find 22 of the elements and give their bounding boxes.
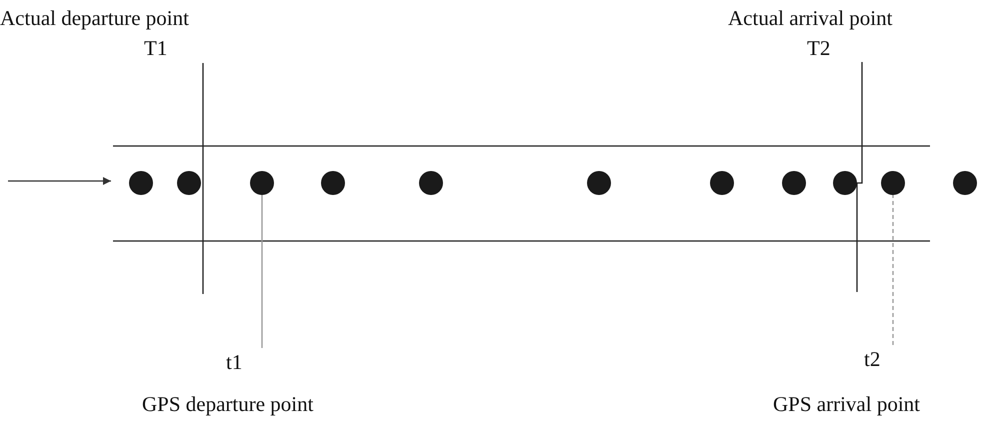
arrow [8, 177, 111, 185]
time-label: t1 [226, 348, 266, 376]
point-label: Actual arrival point [728, 6, 892, 31]
gps-point-circle [129, 171, 153, 195]
point-label: Actual departure point [0, 6, 189, 31]
time-label: t2 [864, 345, 897, 373]
gps-point-circle [782, 171, 806, 195]
gps-point-circle [419, 171, 443, 195]
gps-point-circle [587, 171, 611, 195]
gps-point-circle [710, 171, 734, 195]
point-label: GPS arrival point [773, 392, 920, 417]
leader-line [261, 195, 263, 348]
point-label: GPS departure point [142, 392, 314, 417]
gps-point-circle [177, 171, 201, 195]
gps-point-circle [881, 171, 905, 195]
time-label: T2 [807, 36, 830, 61]
gps-point-circle [321, 171, 345, 195]
time-label: T1 [144, 36, 168, 61]
gps-point-circle [833, 171, 857, 195]
gps-point-circle [250, 171, 274, 195]
gps-point-circle [953, 171, 977, 195]
leader-line [892, 195, 894, 345]
